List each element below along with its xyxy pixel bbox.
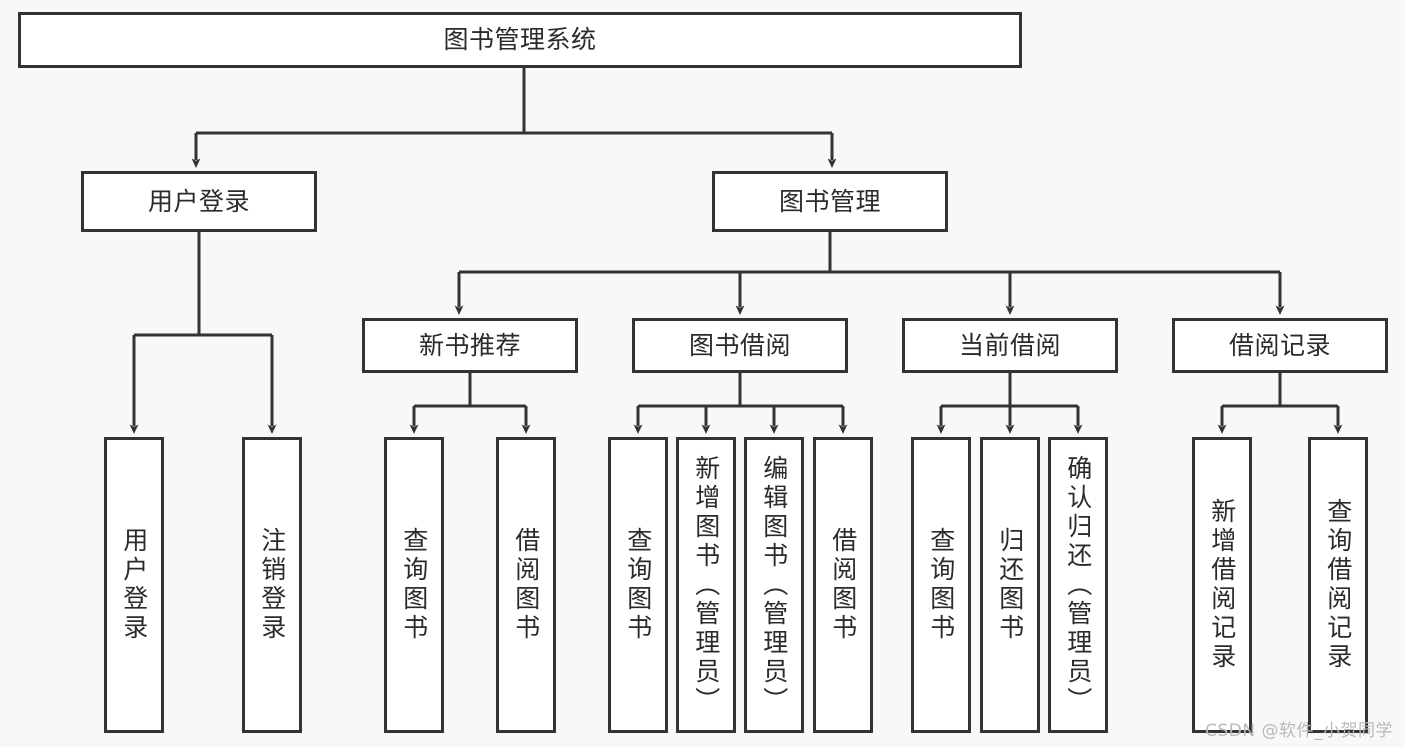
- leaf-borrow-edit-book[interactable]: 编辑图书（管理员）: [744, 437, 804, 733]
- leaf-label: 注销登录: [257, 527, 287, 643]
- node-borrow-record[interactable]: 借阅记录: [1172, 318, 1388, 373]
- leaf-borrow-borrow-book[interactable]: 借阅图书: [813, 437, 873, 733]
- leaf-borrow-query-book[interactable]: 查询图书: [608, 437, 668, 733]
- leaf-new-book-borrow[interactable]: 借阅图书: [496, 437, 556, 733]
- leaf-label: 借阅图书: [828, 527, 858, 643]
- node-current-borrow-label: 当前借阅: [958, 330, 1061, 360]
- node-book-borrow[interactable]: 图书借阅: [632, 318, 848, 373]
- leaf-current-query-book[interactable]: 查询图书: [911, 437, 971, 733]
- leaf-label: 用户登录: [119, 527, 149, 643]
- leaf-label: 新增借阅记录: [1207, 498, 1237, 672]
- leaf-label: 编辑图书（管理员）: [759, 454, 789, 716]
- leaf-record-add[interactable]: 新增借阅记录: [1192, 437, 1252, 733]
- leaf-label: 归还图书: [995, 527, 1025, 643]
- leaf-borrow-add-book[interactable]: 新增图书（管理员）: [676, 437, 736, 733]
- leaf-label: 新增图书（管理员）: [691, 454, 721, 716]
- leaf-label: 查询借阅记录: [1323, 498, 1353, 672]
- leaf-label: 查询图书: [623, 527, 653, 643]
- leaf-current-return-book[interactable]: 归还图书: [980, 437, 1040, 733]
- leaf-user-login-logout[interactable]: 注销登录: [242, 437, 302, 733]
- leaf-user-login-login[interactable]: 用户登录: [104, 437, 164, 733]
- node-borrow-record-label: 借阅记录: [1228, 330, 1331, 360]
- leaf-label: 查询图书: [926, 527, 956, 643]
- node-root-label: 图书管理系统: [443, 25, 597, 55]
- node-book-borrow-label: 图书借阅: [688, 330, 791, 360]
- node-user-login-label: 用户登录: [147, 186, 250, 216]
- watermark: CSDN @软件_小贺同学: [1205, 721, 1393, 741]
- node-root[interactable]: 图书管理系统: [18, 12, 1022, 68]
- node-new-book-recommend[interactable]: 新书推荐: [362, 318, 578, 373]
- node-user-login[interactable]: 用户登录: [81, 171, 317, 232]
- node-book-management[interactable]: 图书管理: [712, 171, 948, 232]
- node-new-book-recommend-label: 新书推荐: [418, 330, 521, 360]
- leaf-current-confirm-return[interactable]: 确认归还（管理员）: [1048, 437, 1108, 733]
- leaf-record-query[interactable]: 查询借阅记录: [1308, 437, 1368, 733]
- leaf-label: 借阅图书: [511, 527, 541, 643]
- leaf-label: 查询图书: [399, 527, 429, 643]
- leaf-new-book-query[interactable]: 查询图书: [384, 437, 444, 733]
- node-current-borrow[interactable]: 当前借阅: [902, 318, 1118, 373]
- leaf-label: 确认归还（管理员）: [1063, 454, 1093, 716]
- node-book-management-label: 图书管理: [778, 186, 881, 216]
